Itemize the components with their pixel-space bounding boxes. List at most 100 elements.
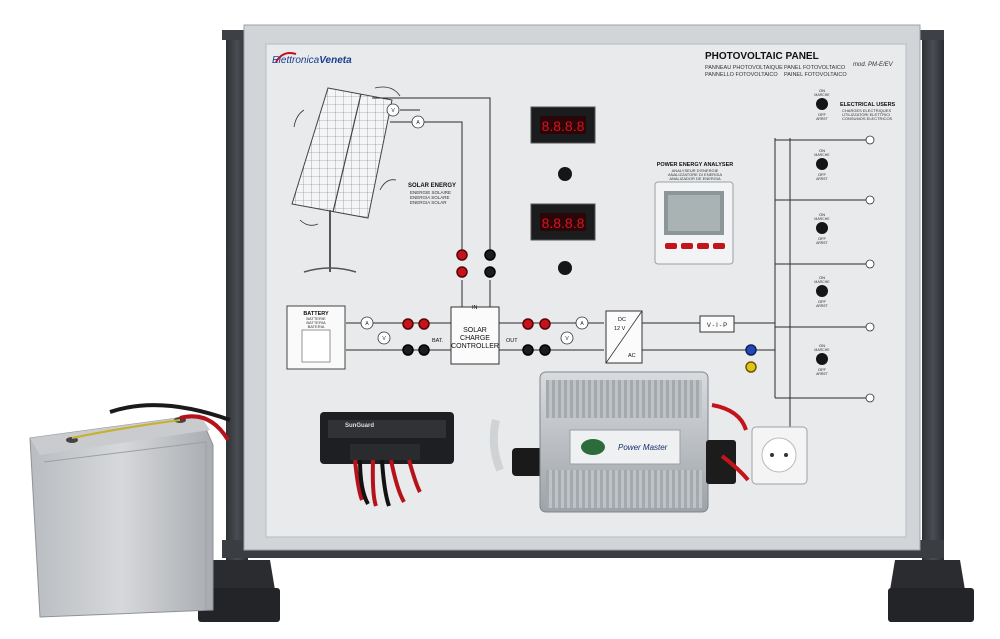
terminals xyxy=(402,249,757,373)
ammeter-selector-knob[interactable] xyxy=(558,261,572,275)
terminal-out-pos-1[interactable] xyxy=(522,318,534,330)
circuit-lines xyxy=(346,97,870,440)
users-label-fr: CHARGES ELECTRIQUES xyxy=(842,108,891,113)
switch-knob-1[interactable] xyxy=(816,98,828,110)
solar-energy-label: SOLAR ENERGY xyxy=(408,183,456,189)
battery-device xyxy=(29,403,231,618)
analyser-button-1[interactable] xyxy=(665,243,677,249)
controller-line2: CHARGE xyxy=(460,335,490,342)
switch-arret-label: ARRET xyxy=(816,372,829,376)
terminal-solar-pos-2[interactable] xyxy=(456,266,468,278)
stand-foot-left xyxy=(200,560,275,590)
vip-label: V - I - P xyxy=(707,323,727,329)
stand-foot-right xyxy=(890,560,965,590)
model-label: mod. PM-E/EV xyxy=(853,62,894,68)
inverter-brand: Power Master xyxy=(618,443,668,452)
controller-line1: SOLAR xyxy=(463,327,487,334)
power-energy-analyser xyxy=(654,181,734,265)
meter-v-solar: V xyxy=(391,108,395,114)
terminal-bat-pos-1[interactable] xyxy=(402,318,414,330)
terminal-earth-yellow[interactable] xyxy=(745,361,757,373)
switch-off-label: OFF xyxy=(818,112,827,117)
terminal-out-pos-2[interactable] xyxy=(539,318,551,330)
inverter-dc: DC xyxy=(618,317,626,323)
brand-logo: ElettronicaVeneta xyxy=(272,55,352,66)
label-in: IN xyxy=(472,305,478,311)
switch-on-label: ON xyxy=(819,275,825,280)
meter-v-output: V xyxy=(565,336,569,342)
svg-text:8.8.8.8: 8.8.8.8 xyxy=(542,215,585,231)
inverter-volt: 12 V xyxy=(614,326,626,332)
terminal-out-neg-2[interactable] xyxy=(539,344,551,356)
analyser-label-es: ANALIZADOR DE ENERGIA xyxy=(669,176,721,181)
lamp-symbols xyxy=(865,135,875,403)
switch-arret-label: ARRET xyxy=(816,241,829,245)
switch-marche-label: MARCHE xyxy=(814,348,830,352)
switch-arret-label: ARRET xyxy=(816,117,829,121)
inverter-device: Power Master xyxy=(489,371,750,513)
battery-label-es: BATERIA xyxy=(308,324,325,329)
meter-v-battery: V xyxy=(382,336,386,342)
analyser-label-it: ANALIZZATORE DI ENERGIA xyxy=(668,172,722,177)
analyser-label: POWER ENERGY ANALYSER xyxy=(657,162,734,168)
controller-brand: SunGuard xyxy=(345,423,374,429)
subtitle-fr: PANNEAU PHOTOVOLTAIQUE xyxy=(705,65,783,71)
switch-on-label: ON xyxy=(819,343,825,348)
switch-arret-label: ARRET xyxy=(816,304,829,308)
switch-knob-4[interactable] xyxy=(816,285,828,297)
svg-text:8.8.8.8: 8.8.8.8 xyxy=(542,118,585,134)
subtitle-es: PANEL FOTOVOLTAICO xyxy=(784,65,846,71)
label-out: OUT xyxy=(506,338,518,344)
charge-controller-device: SunGuard xyxy=(320,412,454,507)
schuko-socket[interactable] xyxy=(751,426,808,485)
users-label-it: UTILIZZATORI ELETTRICI xyxy=(842,112,890,117)
switch-knob-2[interactable] xyxy=(816,158,828,170)
switch-off-label: OFF xyxy=(818,172,827,177)
frame-right-post xyxy=(922,35,944,560)
terminal-out-neg-1[interactable] xyxy=(522,344,534,356)
terminal-bat-neg-2[interactable] xyxy=(418,344,430,356)
solar-label-fr: ENERGIE SOLAIRE xyxy=(410,190,451,195)
analyser-label-fr: ANALYSEUR D'ENERGIE xyxy=(672,168,719,173)
terminal-neutral-blue[interactable] xyxy=(745,344,757,356)
switch-marche-label: MARCHE xyxy=(814,217,830,221)
battery-label-fr: BATTERIE xyxy=(306,316,326,321)
meter-a-battery: A xyxy=(365,321,369,327)
battery-label-it: BATTERIA xyxy=(306,320,326,325)
meter-symbols xyxy=(360,103,589,345)
brand-logo-icon xyxy=(275,52,297,63)
solar-label-es: ENERGIA SOLAR xyxy=(410,200,447,205)
subtitle-it: PANNELLO FOTOVOLTAICO xyxy=(705,72,778,78)
switch-on-label: ON xyxy=(819,148,825,153)
label-bat: BAT. xyxy=(432,338,444,344)
switch-on-label: ON xyxy=(819,88,825,93)
analyser-button-2[interactable] xyxy=(681,243,693,249)
charge-controller-symbol xyxy=(450,306,500,365)
subtitle-pt: PAINEL FOTOVOLTAICO xyxy=(784,72,847,78)
inverter-ac: AC xyxy=(628,353,636,359)
battery-label: BATTERY xyxy=(303,311,329,317)
users-label-es: CONSUMOS ELECTRICOS xyxy=(842,116,893,121)
terminal-solar-neg-1[interactable] xyxy=(484,249,496,261)
frame-left-post xyxy=(226,35,248,560)
analyser-button-4[interactable] xyxy=(713,243,725,249)
voltmeter-selector-knob[interactable] xyxy=(558,167,572,181)
meter-a-solar: A xyxy=(416,120,420,126)
solar-label-it: ENERGIA SOLARE xyxy=(410,195,450,200)
analyser-button-3[interactable] xyxy=(697,243,709,249)
terminal-bat-pos-2[interactable] xyxy=(418,318,430,330)
voltmeter-display: 8.8.8.8 xyxy=(530,106,596,144)
vip-meter-symbol xyxy=(699,315,735,333)
terminal-solar-neg-2[interactable] xyxy=(484,266,496,278)
terminal-bat-neg-1[interactable] xyxy=(402,344,414,356)
switch-knob-3[interactable] xyxy=(816,222,828,234)
switch-off-label: OFF xyxy=(818,236,827,241)
controller-line3: CONTROLLER xyxy=(451,343,499,350)
terminal-solar-pos-1[interactable] xyxy=(456,249,468,261)
users-label: ELECTRICAL USERS xyxy=(840,102,896,108)
switch-marche-label: MARCHE xyxy=(814,280,830,284)
switch-knob-5[interactable] xyxy=(816,353,828,365)
panel-title: PHOTOVOLTAIC PANEL xyxy=(705,51,819,62)
switch-marche-label: MARCHE xyxy=(814,93,830,97)
